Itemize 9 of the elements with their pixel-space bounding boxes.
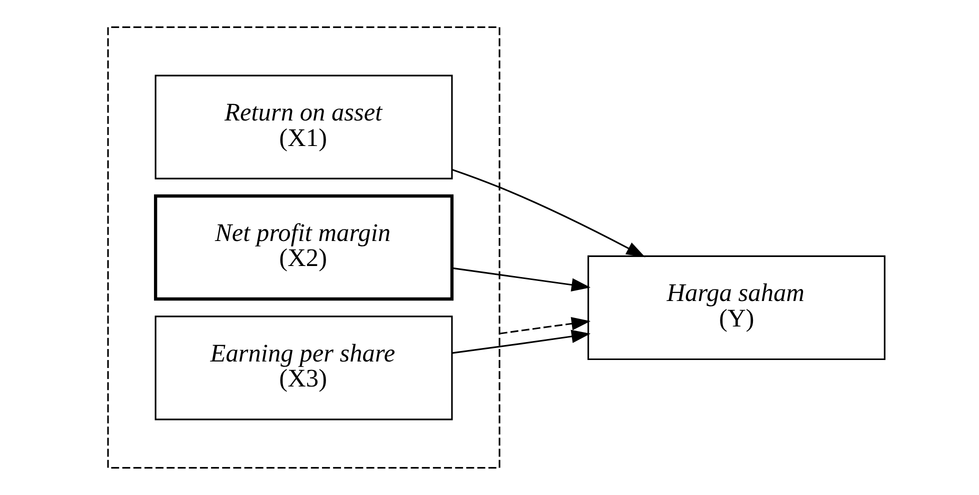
node-box: Earning per share (X3) [154, 316, 452, 420]
arrow [451, 330, 590, 354]
node-box: Net profit margin (X2) [153, 194, 454, 301]
arrow [451, 168, 645, 258]
node-box: Harga saham (Y) [586, 255, 885, 360]
arrow [451, 267, 590, 292]
node-box: Return on asset (X1) [154, 74, 452, 180]
arrow [498, 317, 590, 334]
cluster [106, 26, 500, 469]
